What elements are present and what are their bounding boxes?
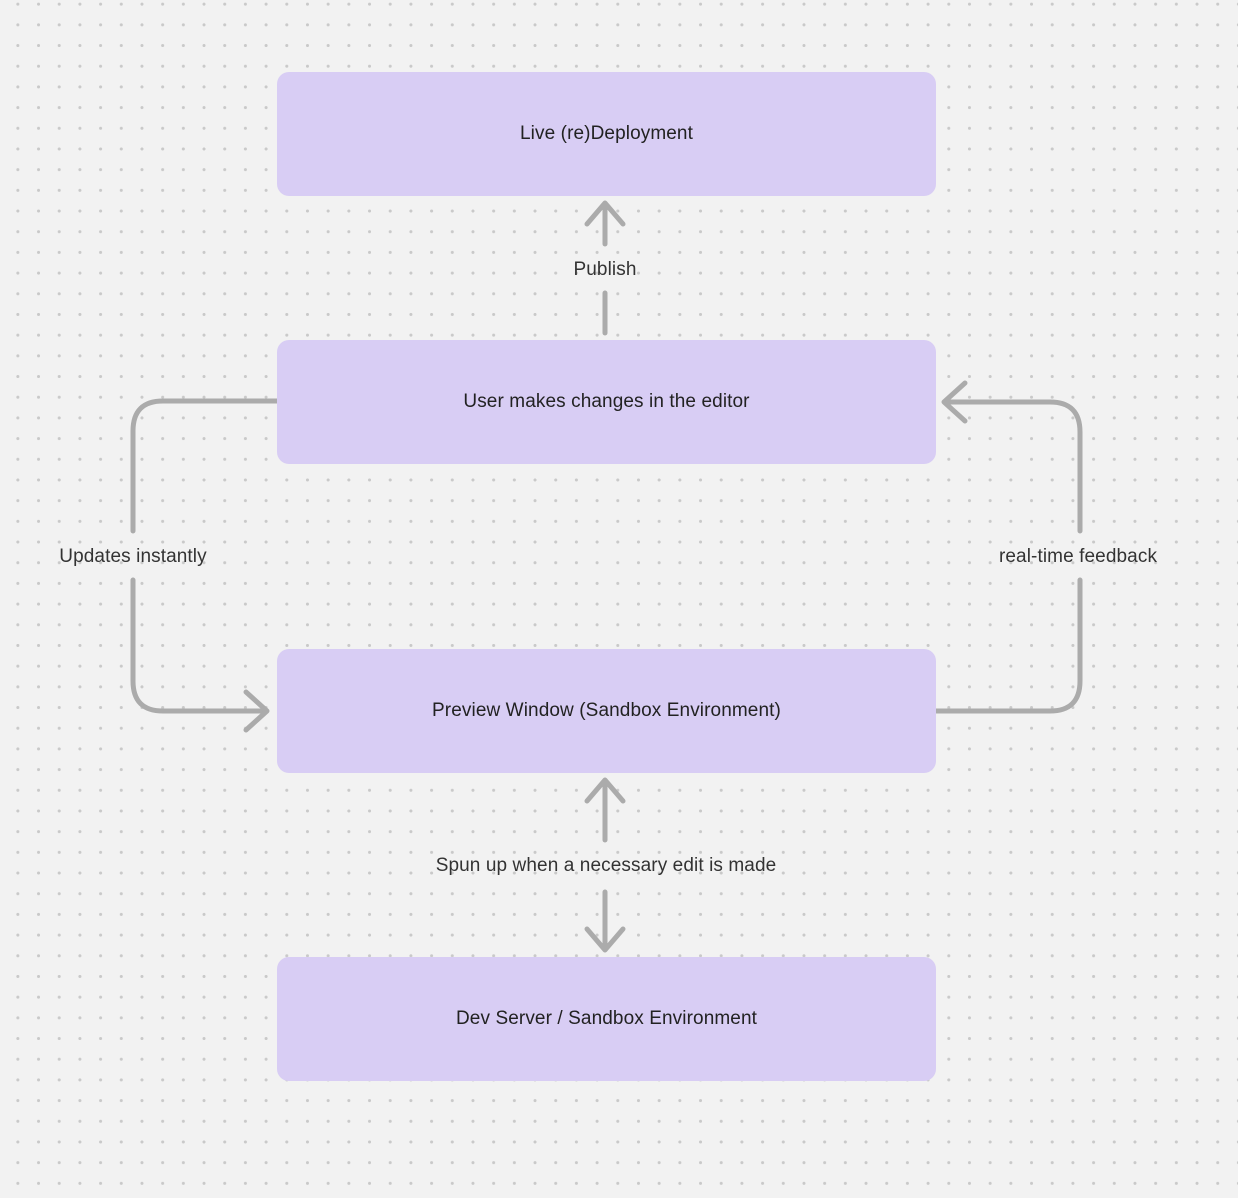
updates-arrowhead-right-icon [243,689,270,733]
node-dev-server: Dev Server / Sandbox Environment [277,957,936,1081]
node-user-editor-label: User makes changes in the editor [463,391,750,412]
publish-arrowhead-up-icon [584,200,626,227]
edge-label-spun-up: Spun up when a necessary edit is made [435,855,777,876]
node-preview-window: Preview Window (Sandbox Environment) [277,649,936,773]
node-preview-window-label: Preview Window (Sandbox Environment) [432,700,781,721]
updates-arrow-lower [130,577,267,714]
node-live-deployment: Live (re)Deployment [277,72,936,196]
spun-arrowhead-down-icon [584,926,626,953]
node-user-editor: User makes changes in the editor [277,340,936,464]
node-live-deployment-label: Live (re)Deployment [520,123,693,144]
feedback-arrow-lower [933,577,1083,714]
feedback-arrowhead-left-icon [941,380,968,424]
edge-label-real-time-feedback: real-time feedback [998,546,1158,567]
spun-arrowhead-up-icon [584,777,626,804]
edge-label-updates-instantly: Updates instantly [59,546,207,567]
edge-label-publish: Publish [573,259,637,280]
updates-arrow-upper [130,398,280,534]
node-dev-server-label: Dev Server / Sandbox Environment [455,1008,757,1029]
feedback-arrow-upper [944,399,1083,534]
